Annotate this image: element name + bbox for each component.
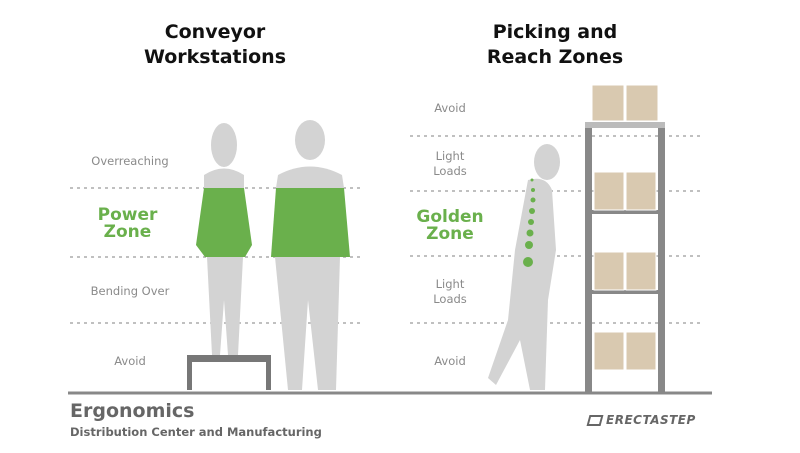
label-avoid-top: Avoid (434, 101, 466, 115)
label-golden-zone: Golden Zone (405, 209, 495, 243)
left-panel-title: Conveyor Workstations (115, 20, 315, 70)
zone-line: Zone (426, 224, 474, 244)
man-silhouette (271, 120, 350, 390)
step-platform (187, 355, 271, 390)
label-bending-over: Bending Over (90, 284, 170, 298)
brand-name: ERECTASTEP (606, 413, 696, 427)
zone-line: Zone (103, 222, 152, 242)
label-line: Loads (433, 292, 467, 306)
label-power-zone: Power Zone (70, 207, 185, 241)
spine-dots (523, 178, 536, 267)
footer-title: Ergonomics (70, 400, 195, 422)
zone-line: Power (97, 205, 158, 225)
zone-line: Golden (416, 207, 484, 227)
label-light-loads-bottom: Light Loads (410, 277, 490, 307)
footer-subtitle: Distribution Center and Manufacturing (70, 425, 322, 439)
shelving-unit (585, 84, 665, 392)
label-line: Light (435, 277, 465, 291)
logo-icon (586, 415, 604, 426)
label-line: Light (435, 149, 465, 163)
label-overreaching: Overreaching (91, 154, 169, 168)
woman-silhouette (196, 123, 252, 355)
picker-silhouette (488, 144, 560, 390)
label-line: Loads (433, 164, 467, 178)
title-line: Reach Zones (486, 46, 624, 68)
label-avoid: Avoid (114, 354, 146, 368)
brand-logo: ERECTASTEP (586, 413, 696, 427)
right-panel-title: Picking and Reach Zones (455, 20, 655, 70)
title-line: Picking and (492, 21, 618, 43)
label-light-loads-top: Light Loads (410, 149, 490, 179)
title-line: Conveyor (164, 21, 266, 43)
label-avoid-bottom: Avoid (434, 354, 466, 368)
title-line: Workstations (143, 46, 287, 68)
